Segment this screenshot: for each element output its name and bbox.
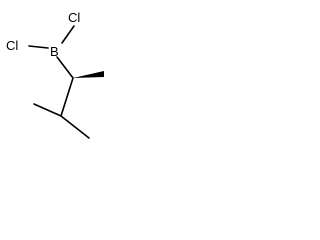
- bond-c-c-chain: [60, 77, 74, 117]
- atom-label-chlorine-top: Cl: [68, 10, 80, 25]
- atom-label-chlorine-left: Cl: [6, 38, 18, 53]
- stereo-wedge-bond: [73, 71, 104, 78]
- bond-b-c: [56, 56, 74, 79]
- molecule-structure: B Cl Cl: [6, 10, 104, 139]
- bond-methyl-left: [33, 103, 62, 117]
- bond-b-cl-left: [28, 45, 49, 49]
- atom-label-boron: B: [50, 44, 59, 59]
- bond-methyl-down: [60, 115, 90, 139]
- bond-b-cl-top: [61, 25, 75, 44]
